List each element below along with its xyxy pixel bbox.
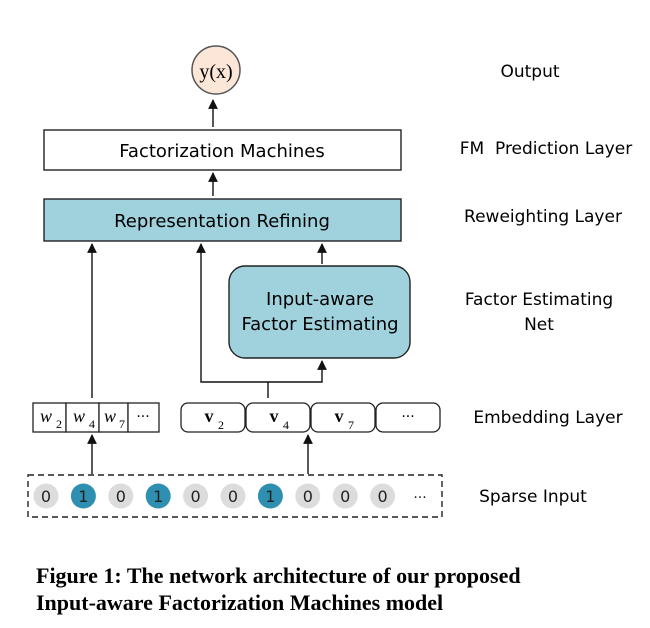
sparse-input-value: 0 — [191, 487, 201, 506]
embedding-w-label: w — [73, 406, 85, 426]
sparse-input-circle — [108, 483, 134, 509]
sparse-input-group: 0 1 0 1 0 0 1 0 0 0 ··· — [33, 483, 427, 509]
sparse-input-circle — [70, 483, 96, 509]
label-sparse-input: Sparse Input — [479, 487, 587, 507]
embedding-v-cell — [375, 402, 441, 433]
label-factor-estimating-line1: Factor Estimating — [465, 290, 613, 310]
label-embedding: Embedding Layer — [473, 408, 622, 428]
embedding-w-sub: 2 — [56, 417, 62, 431]
sparse-input-circle — [145, 483, 171, 509]
sparse-input-box — [27, 474, 443, 518]
refining-box — [43, 198, 402, 242]
sparse-input-circle — [332, 483, 358, 509]
output-node-label: y(x) — [199, 61, 232, 83]
sparse-input-circle — [33, 483, 59, 509]
embedding-v-ellipsis: ··· — [401, 409, 414, 425]
figure-caption: Figure 1: The network architecture of ou… — [36, 562, 636, 616]
embedding-w-label: w — [40, 406, 52, 426]
fm-box-label: Factorization Machines — [119, 141, 325, 162]
fm-box — [43, 129, 402, 171]
sparse-input-value: 1 — [265, 487, 275, 506]
embedding-w-label: w — [104, 406, 116, 426]
sparse-input-value: 0 — [116, 487, 126, 506]
embedding-v-group: v 2 v 4 v 7 ··· — [180, 402, 441, 433]
sparse-input-value: 0 — [378, 487, 388, 506]
embedding-w-sub: 4 — [89, 417, 95, 431]
label-factor-estimating-line2: Net — [524, 315, 554, 335]
sparse-input-circle — [370, 483, 396, 509]
path-v-to-refining — [196, 243, 269, 398]
sparse-input-value: ··· — [413, 490, 426, 506]
label-reweighting: Reweighting Layer — [464, 207, 622, 227]
sparse-input-circle — [257, 483, 283, 509]
sparse-input-value: 1 — [78, 487, 88, 506]
sparse-input-value: 0 — [41, 487, 51, 506]
factor-box-line1: Input-aware — [266, 289, 374, 310]
label-fm-prediction: FM Prediction Layer — [460, 139, 633, 159]
factor-box-line2: Factor Estimating — [241, 314, 398, 335]
embedding-w-cell — [127, 402, 160, 433]
embedding-v-label: v — [335, 406, 344, 426]
sparse-input-value: 1 — [153, 487, 163, 506]
label-output: Output — [500, 62, 559, 82]
embedding-w-ellipsis: ··· — [136, 409, 149, 425]
embedding-v-cell — [245, 402, 311, 433]
embedding-v-sub: 7 — [348, 418, 354, 432]
sparse-input-value: 0 — [228, 487, 238, 506]
caption-line-2: Input-aware Factorization Machines model — [36, 590, 444, 615]
embedding-v-label: v — [270, 406, 279, 426]
caption-line-1: Figure 1: The network architecture of ou… — [36, 563, 521, 588]
embedding-w-sub: 7 — [119, 417, 125, 431]
refining-box-label: Representation Refining — [114, 211, 330, 232]
embedding-v-cell — [310, 402, 376, 433]
output-node — [191, 45, 241, 95]
sparse-input-value: 0 — [340, 487, 350, 506]
embedding-v-sub: 4 — [283, 418, 289, 432]
embedding-v-label: v — [205, 406, 214, 426]
sparse-input-circle — [220, 483, 246, 509]
path-v-to-factor — [268, 360, 327, 383]
sparse-input-value: 0 — [303, 487, 313, 506]
embedding-v-cell — [180, 402, 246, 433]
embedding-w-group: w 2 w 4 w 7 ··· — [32, 402, 160, 433]
sparse-input-circle — [183, 483, 209, 509]
factor-estimating-box — [228, 265, 411, 359]
sparse-input-circle — [295, 483, 321, 509]
embedding-v-sub: 2 — [218, 418, 224, 432]
